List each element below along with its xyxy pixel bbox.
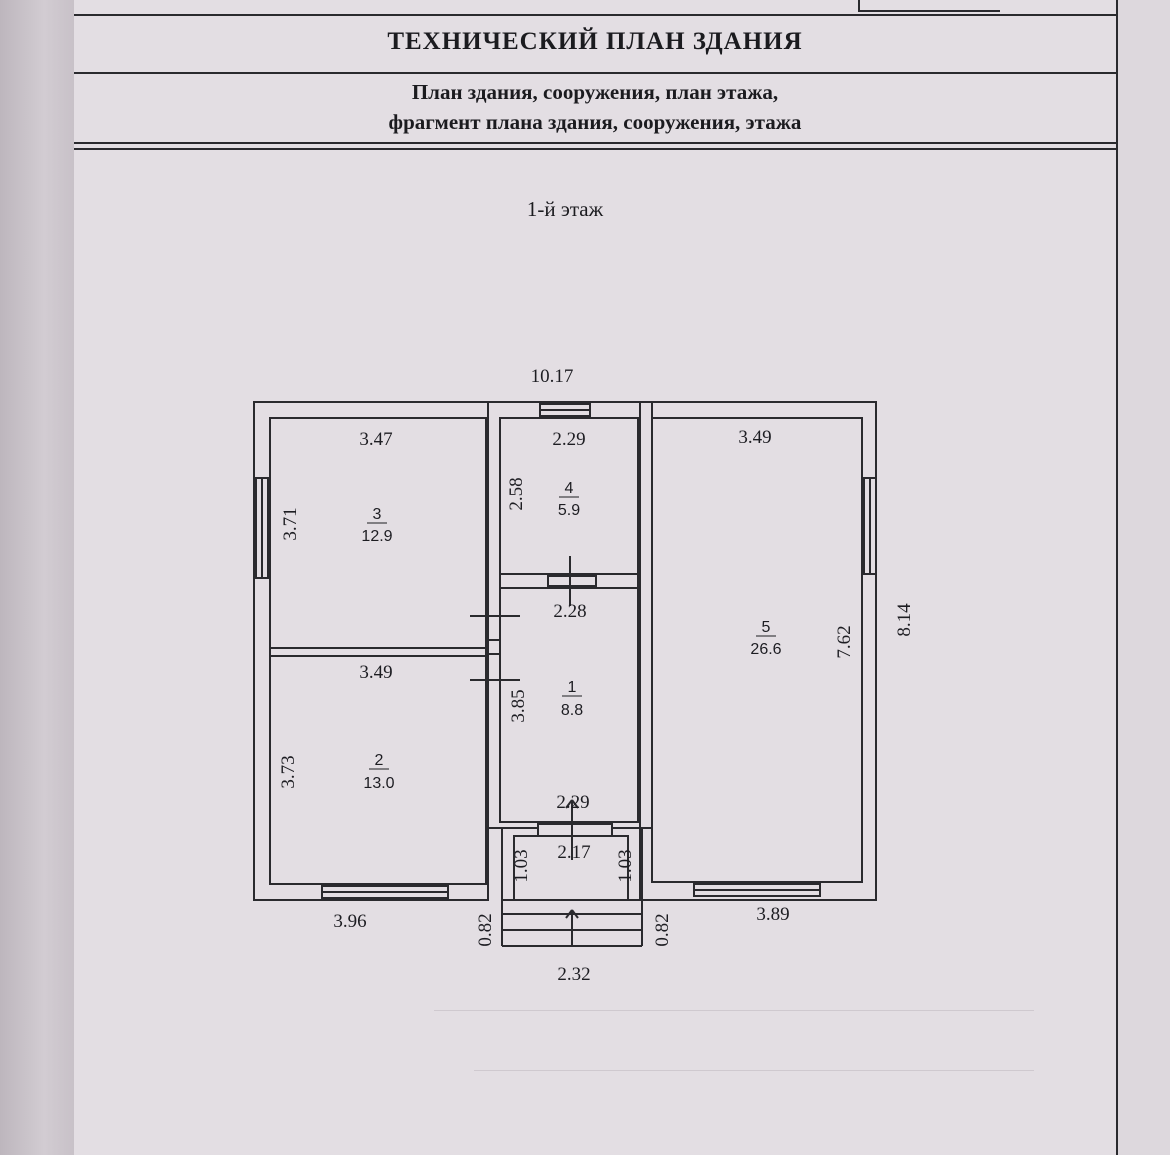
dim-left-bottom: 3.96: [333, 911, 366, 932]
dim-porch-right-depth: 1.03: [615, 849, 636, 882]
room-area-2: 13.0: [363, 775, 394, 792]
overall-width-label: 10.17: [531, 366, 574, 387]
document-page: ТЕХНИЧЕСКИЙ ПЛАН ЗДАНИЯ План здания, соо…: [74, 0, 1170, 1155]
dim-room4-width: 2.29: [552, 429, 585, 450]
right-block-inner: [651, 417, 863, 883]
dim-right-bottom: 3.89: [756, 904, 789, 925]
page-margin: [1118, 0, 1170, 1155]
dim-room3-width: 3.47: [359, 429, 392, 450]
dim-room4-depth: 2.58: [506, 477, 527, 510]
door-opening: [547, 575, 597, 587]
page-right-border: [1116, 0, 1118, 1155]
subtitle-line-2: фрагмент плана здания, сооружения, этажа: [388, 110, 802, 134]
left-block-outer: [253, 401, 489, 901]
porch-door: [537, 823, 613, 837]
subtitle-line-1: План здания, сооружения, план этажа,: [411, 80, 779, 104]
room-number-2: 2: [375, 752, 384, 769]
wall: [448, 402, 489, 901]
dim-room5-depth: 7.62: [834, 625, 855, 658]
room-number-1: 1: [568, 679, 577, 696]
dim-porch-width: 2.17: [557, 842, 590, 863]
title-rule: [74, 72, 1170, 74]
sheet-number-box: [858, 0, 1000, 12]
dim-room2-width: 3.49: [359, 662, 392, 683]
overall-depth-label: 8.14: [894, 603, 915, 637]
dim-hall-width-top: 2.28: [553, 601, 586, 622]
dim-steps-right: 0.82: [652, 913, 673, 946]
left-block-inner: [269, 417, 487, 885]
floor-label: 1-й этаж: [526, 197, 604, 221]
room-number-3: 3: [373, 506, 382, 523]
room-number-5: 5: [762, 619, 771, 636]
dim-room5-width: 3.49: [738, 427, 771, 448]
dim-room3-depth: 3.71: [280, 507, 301, 540]
room-area-1: 8.8: [561, 702, 583, 719]
arrow: [565, 909, 573, 919]
dim-porch-left-depth: 1.03: [511, 849, 532, 882]
faint-bleed-line: [434, 1010, 1034, 1011]
room-area-4: 5.9: [558, 502, 580, 519]
room-area-3: 12.9: [361, 528, 392, 545]
top-rule: [74, 14, 1170, 16]
previous-page-edge: [0, 0, 74, 1155]
dim-hall-width-bottom: 2.29: [556, 792, 589, 813]
right-block-outer: [639, 401, 877, 901]
door-opening: [487, 639, 501, 655]
subtitle-rule-top: [74, 142, 1170, 144]
arrow: [571, 909, 579, 919]
page-title: ТЕХНИЧЕСКИЙ ПЛАН ЗДАНИЯ: [387, 28, 803, 55]
faint-bleed-line: [474, 1070, 1034, 1071]
dim-steps-left: 0.82: [475, 913, 496, 946]
arrow: [565, 799, 573, 809]
room-area-5: 26.6: [750, 641, 781, 658]
dim-hall-depth: 3.85: [508, 689, 529, 722]
dim-steps-width: 2.32: [557, 964, 590, 985]
dim-room2-depth: 3.73: [278, 755, 299, 788]
walls: [253, 401, 877, 947]
subtitle-rule-bottom: [74, 148, 1170, 150]
room-number-4: 4: [565, 480, 574, 497]
arrow: [571, 799, 579, 809]
